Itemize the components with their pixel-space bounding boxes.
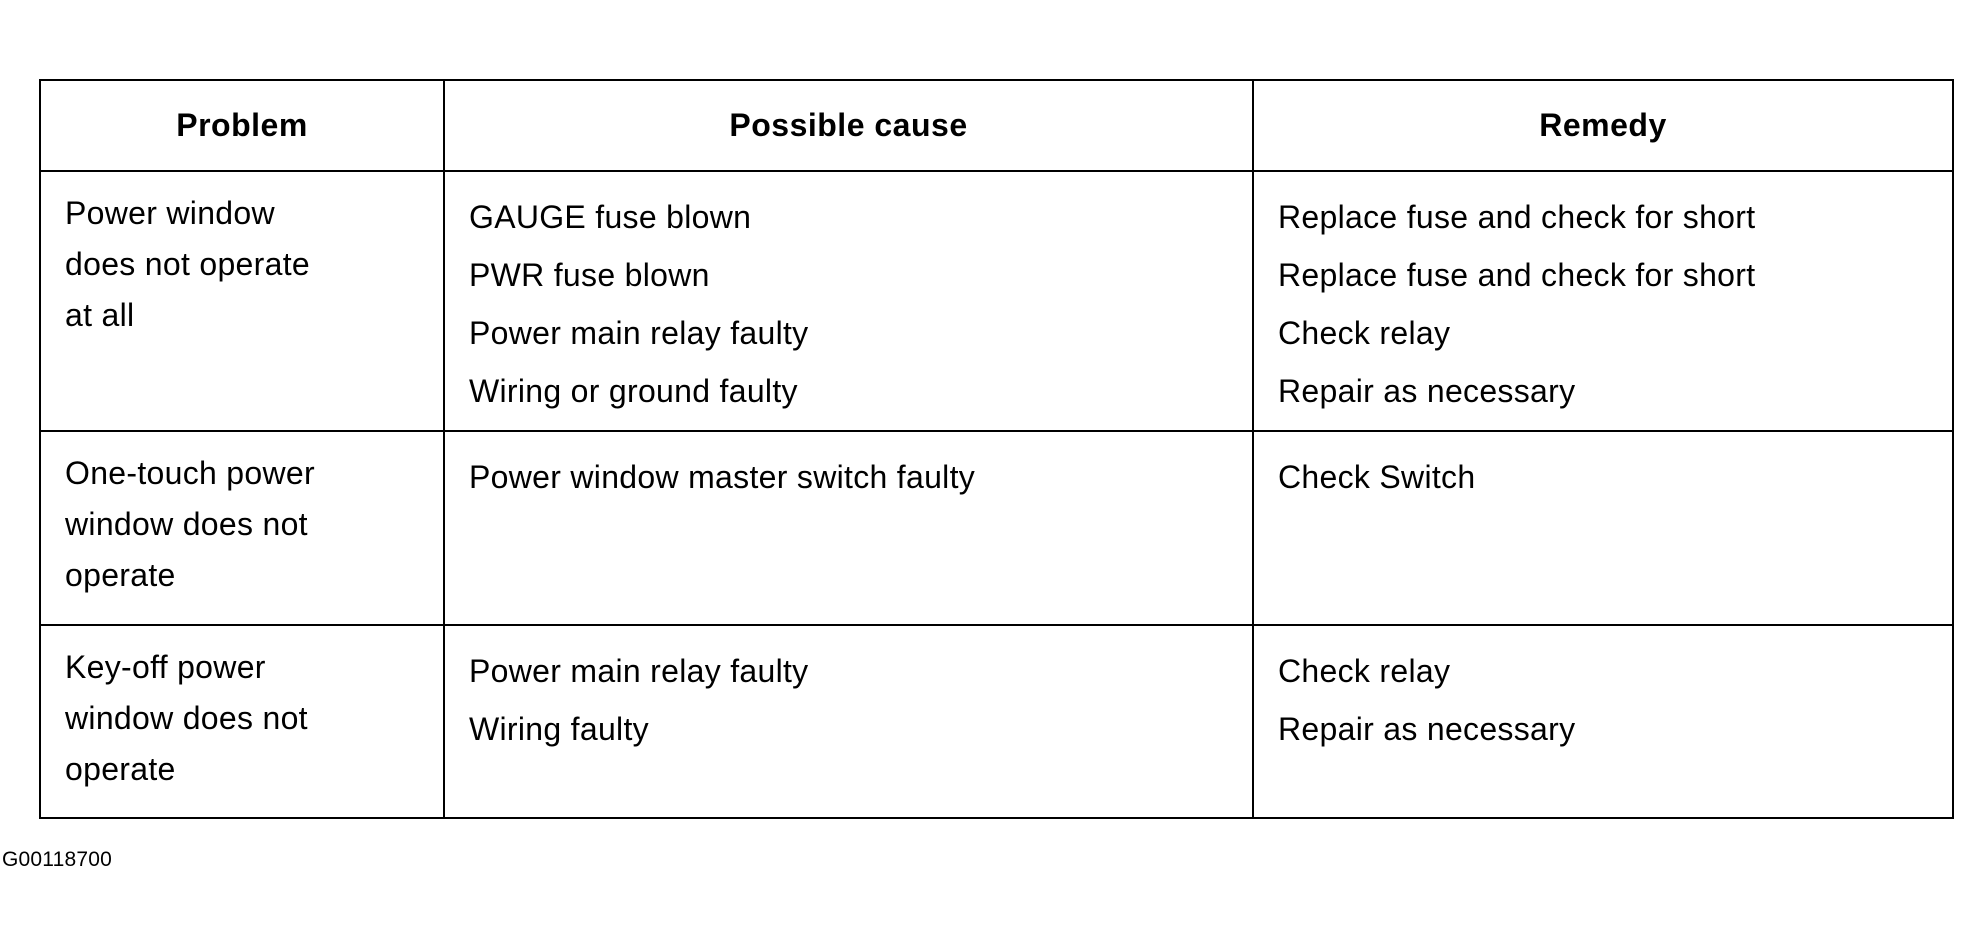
problem-cell: Key-off power window does not operate bbox=[39, 624, 445, 819]
problem-line: at all bbox=[65, 297, 135, 333]
table-row: Power window does not operate at all GAUGE … bbox=[39, 170, 1954, 432]
problem-line: window does not bbox=[65, 700, 308, 736]
header-possible-cause: Possible cause bbox=[443, 79, 1254, 172]
table-body: Power window does not operate at all GAUGE … bbox=[39, 170, 1954, 819]
remedy-line: Repair as necessary bbox=[1278, 373, 1576, 409]
problem-cell: Power window does not operate at all bbox=[39, 170, 445, 432]
problem-line: Power window bbox=[65, 195, 275, 231]
table-row: Key-off power window does not operate Power… bbox=[39, 624, 1954, 819]
header-remedy: Remedy bbox=[1252, 79, 1954, 172]
remedy-line: Repair as necessary bbox=[1278, 711, 1576, 747]
problem-line: window does not bbox=[65, 506, 308, 542]
remedy-line: Replace fuse and check for short bbox=[1278, 257, 1756, 293]
cause-line: Wiring or ground faulty bbox=[469, 373, 798, 409]
problem-cell: One-touch power window does not operate bbox=[39, 430, 445, 626]
problem-line: operate bbox=[65, 557, 176, 593]
problem-line: One-touch power bbox=[65, 455, 315, 491]
troubleshooting-table: Problem Possible cause Remedy Power wind… bbox=[39, 79, 1954, 819]
problem-line: operate bbox=[65, 751, 176, 787]
cause-line: Power main relay faulty bbox=[469, 315, 809, 351]
remedy-line: Check relay bbox=[1278, 653, 1451, 689]
remedy-line: Check Switch bbox=[1278, 459, 1476, 495]
remedy-line: Replace fuse and check for short bbox=[1278, 199, 1756, 235]
table-row: One-touch power window does not operate Pow… bbox=[39, 430, 1954, 626]
cause-line: Power window master switch faulty bbox=[469, 459, 976, 495]
remedy-cell: Check Switch bbox=[1252, 430, 1954, 626]
cause-line: PWR fuse blown bbox=[469, 257, 710, 293]
problem-line: Key-off power bbox=[65, 649, 266, 685]
cause-cell: Power window master switch faulty bbox=[443, 430, 1254, 626]
header-problem: Problem bbox=[39, 79, 445, 172]
cause-line: Power main relay faulty bbox=[469, 653, 809, 689]
remedy-line: Check relay bbox=[1278, 315, 1451, 351]
cause-line: Wiring faulty bbox=[469, 711, 649, 747]
cause-line: GAUGE fuse blown bbox=[469, 199, 752, 235]
table-header-row: Problem Possible cause Remedy bbox=[39, 79, 1954, 172]
problem-line: does not operate bbox=[65, 246, 310, 282]
figure-id: G00118700 bbox=[2, 848, 113, 871]
